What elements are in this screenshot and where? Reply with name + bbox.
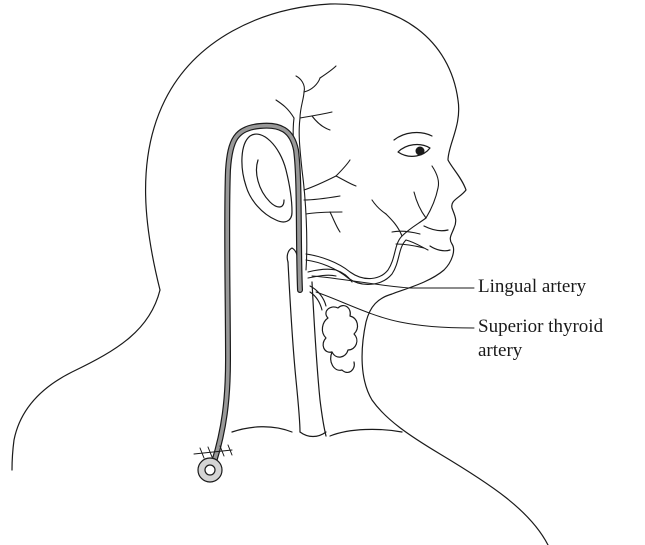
back-of-neck-outline bbox=[12, 290, 160, 470]
eye-outline bbox=[398, 145, 430, 157]
leader-superior-thyroid bbox=[316, 292, 474, 328]
label-superior-thyroid-artery-line2: artery bbox=[478, 340, 522, 362]
sternal-notch bbox=[300, 432, 326, 437]
thyroid-gland bbox=[322, 306, 357, 358]
clavicle-right bbox=[330, 429, 402, 436]
leader-lingual bbox=[312, 276, 474, 288]
eye-pupil bbox=[416, 147, 425, 156]
ear-inner bbox=[257, 160, 285, 207]
eyebrow bbox=[394, 133, 432, 140]
ear-outline bbox=[242, 134, 292, 222]
port-inner bbox=[205, 465, 215, 475]
lips-line bbox=[424, 226, 448, 231]
clavicle-left bbox=[232, 427, 292, 432]
label-superior-thyroid-artery-line1: Superior thyroid bbox=[478, 316, 603, 338]
chin-line bbox=[430, 246, 450, 251]
label-lingual-artery: Lingual artery bbox=[478, 276, 586, 298]
carotid-right-wall bbox=[312, 282, 326, 436]
